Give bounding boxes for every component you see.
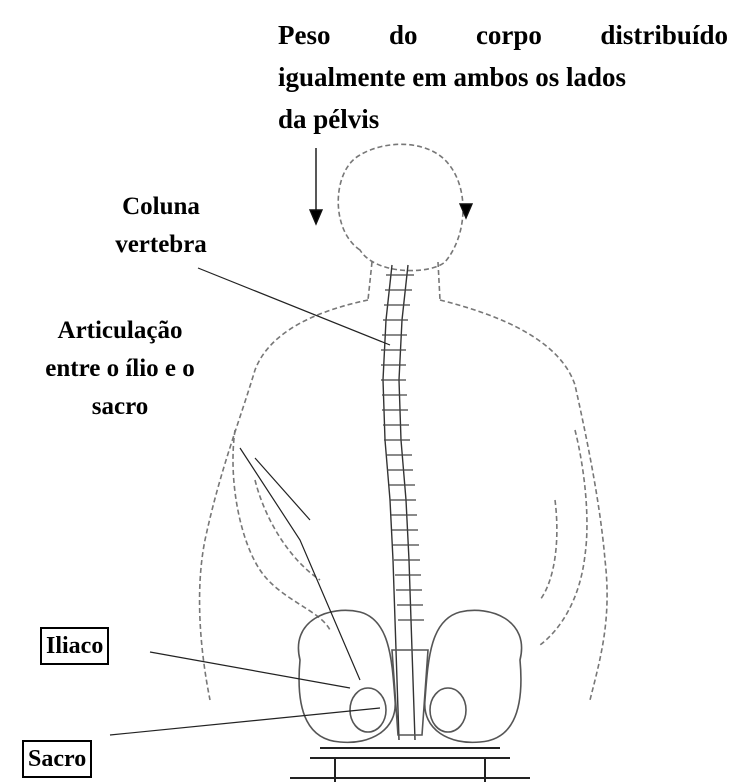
- body-outline: [200, 144, 608, 700]
- sacro-label: Sacro: [22, 740, 92, 778]
- title-word: corpo: [476, 14, 542, 56]
- iliaco-leader: [150, 652, 350, 688]
- right-arrow-head: [460, 204, 472, 218]
- articulacao-leader-2: [255, 458, 310, 520]
- coluna-label-line: Coluna: [86, 188, 236, 226]
- articulacao-label-line: sacro: [4, 388, 236, 426]
- title: Peso do corpo distribuído igualmente em …: [278, 14, 728, 140]
- title-word: do: [389, 14, 418, 56]
- sacro-leader: [110, 708, 380, 735]
- left-arrow-head: [310, 210, 322, 224]
- coluna-label: Coluna vertebra: [86, 188, 236, 264]
- title-line-2: igualmente em ambos os lados: [278, 56, 728, 98]
- title-line-3: da pélvis: [278, 98, 728, 140]
- title-line-1: Peso do corpo distribuído: [278, 14, 728, 56]
- title-word: Peso: [278, 14, 330, 56]
- articulacao-label-line: entre o ílio e o: [4, 350, 236, 388]
- articulacao-label-line: Articulação: [4, 312, 236, 350]
- stool: [290, 748, 530, 782]
- weight-arrows: [310, 148, 472, 224]
- spine: [381, 265, 424, 740]
- title-word: distribuído: [600, 14, 728, 56]
- coluna-label-line: vertebra: [86, 226, 236, 264]
- articulacao-label: Articulação entre o ílio e o sacro: [4, 312, 236, 426]
- pelvis: [298, 610, 521, 742]
- iliaco-label: Iliaco: [40, 627, 109, 665]
